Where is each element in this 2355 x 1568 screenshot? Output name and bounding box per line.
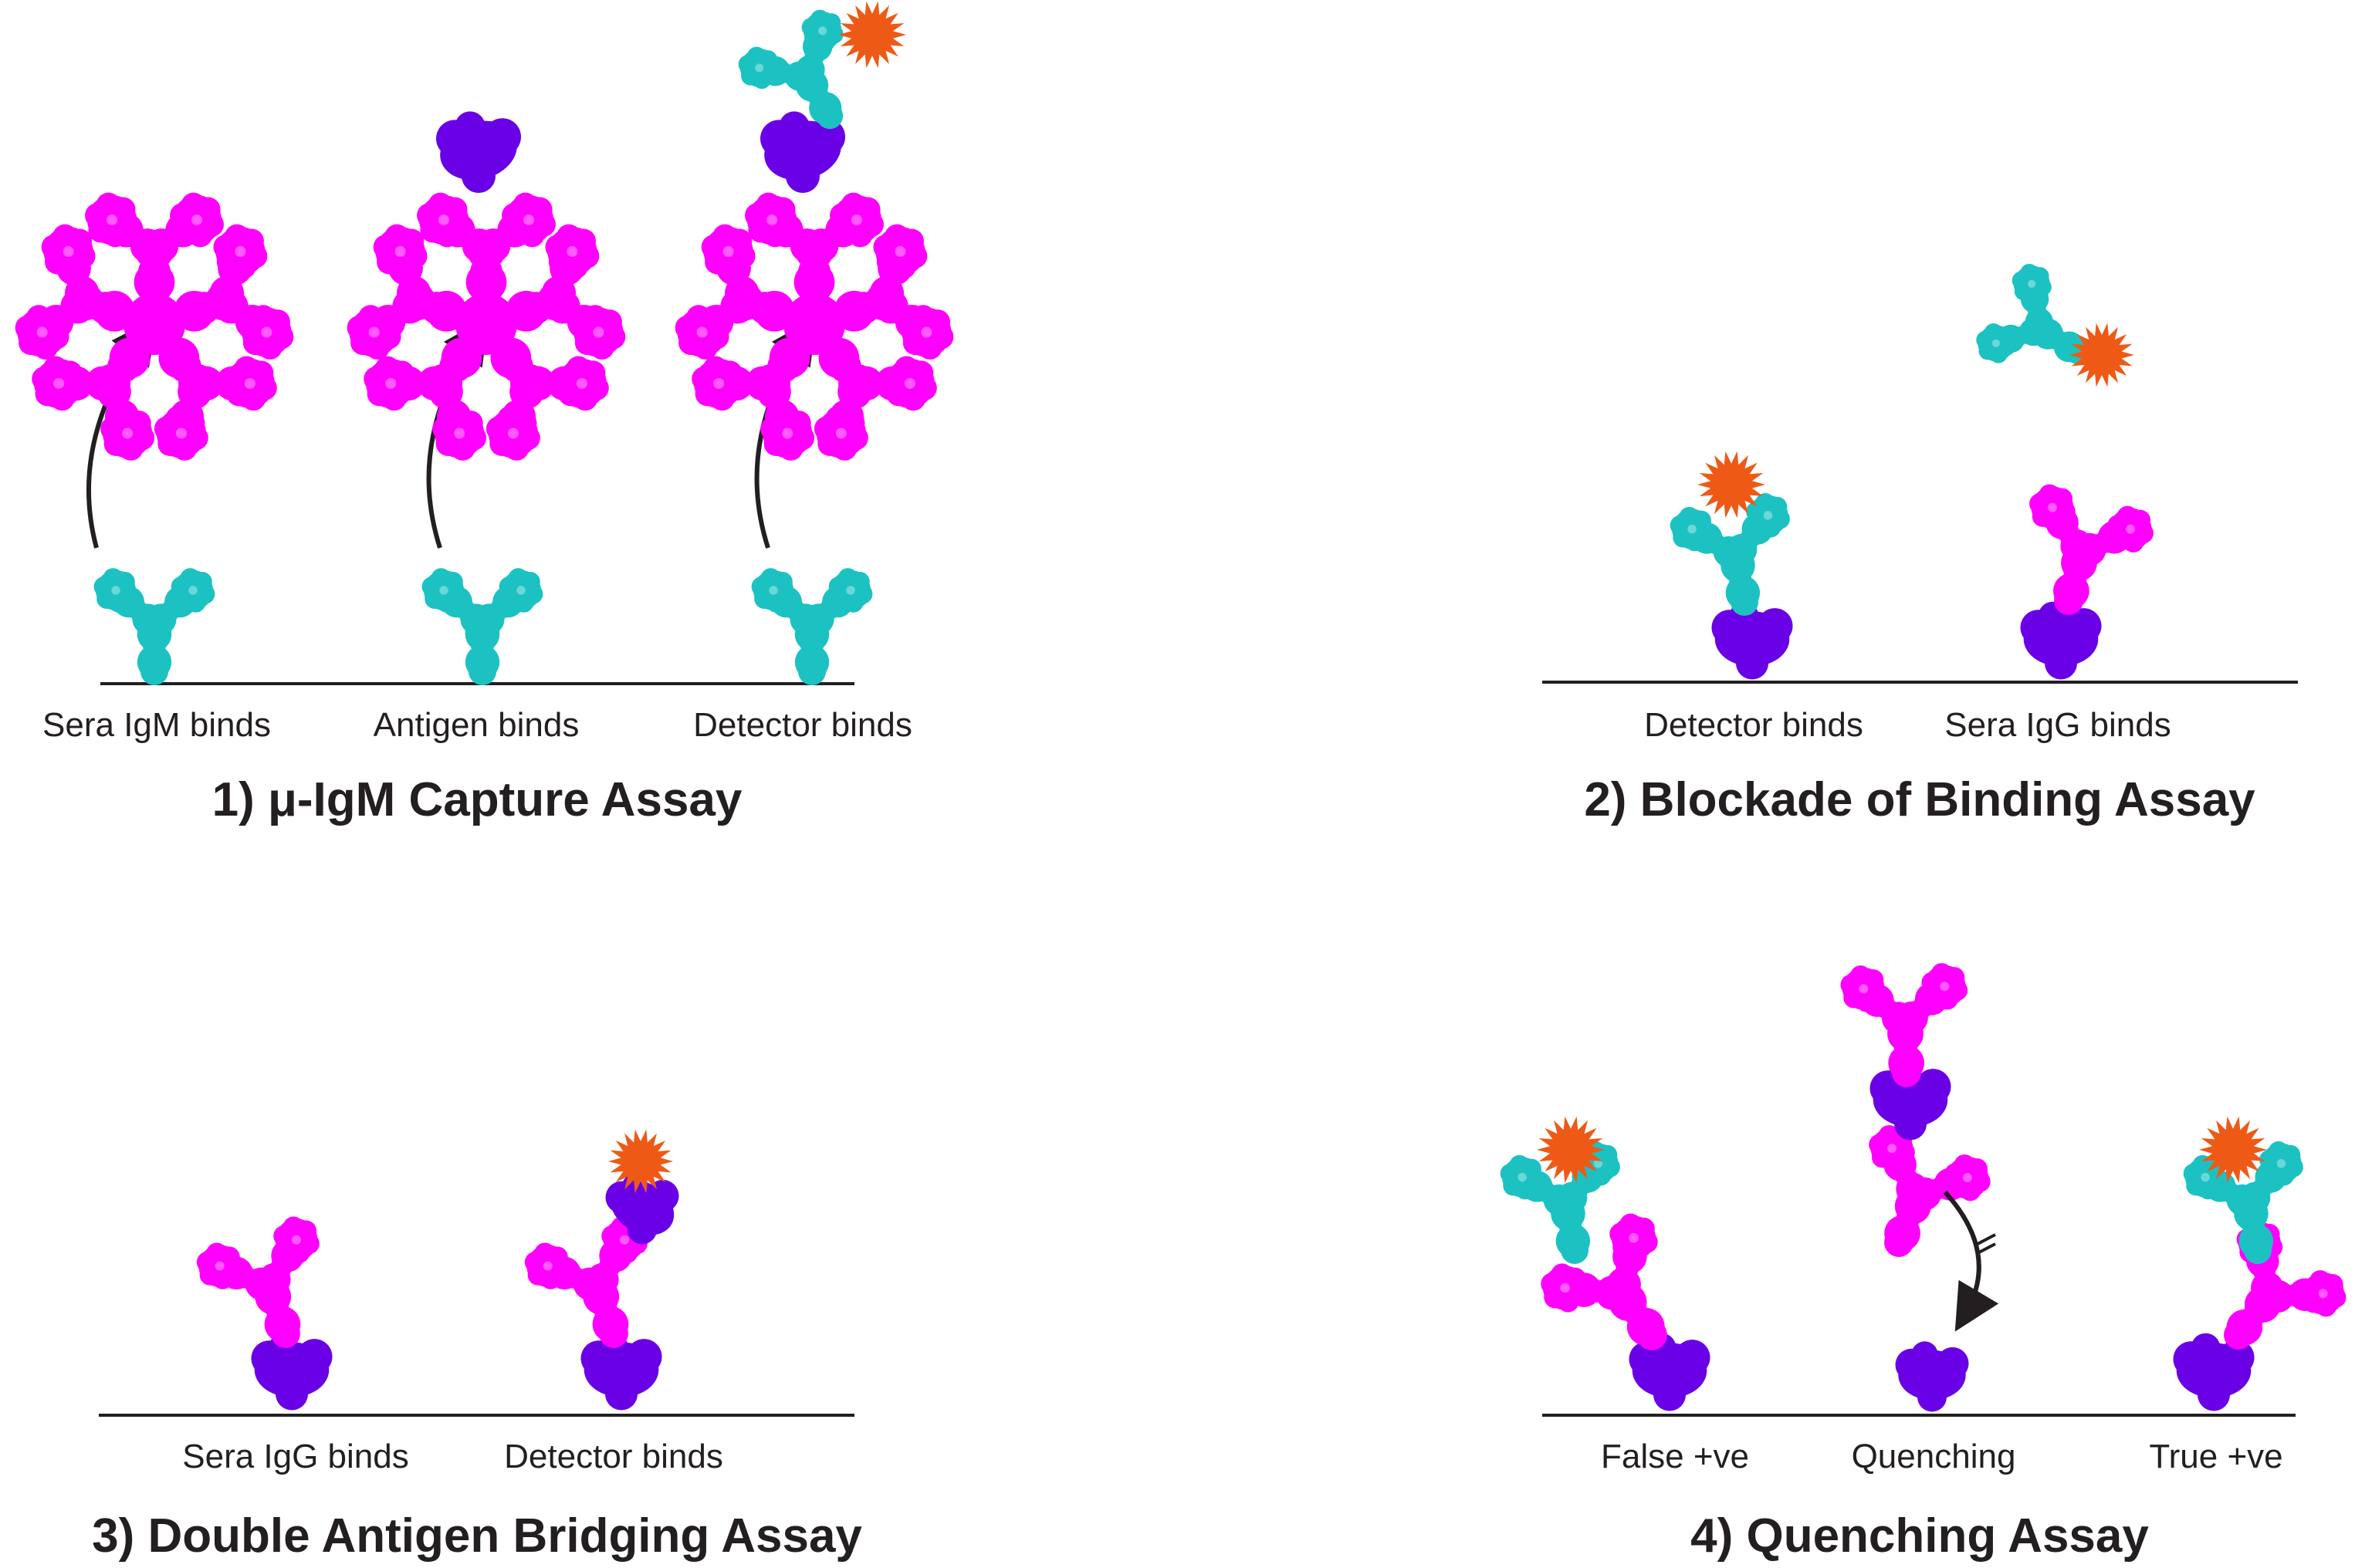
antigen-icon: [1711, 601, 1793, 680]
sera-igg-icon: [1541, 1213, 1667, 1350]
igm-pentamer-icon: [675, 192, 954, 461]
step-label-true-positive: True +ve: [2149, 1438, 2283, 1475]
antigen-icon: [2020, 601, 2102, 680]
sera-igg-icon: [1840, 963, 1968, 1087]
free-detector-antibody-icon: [1976, 263, 2089, 364]
step-label-detector-binds: Detector binds: [693, 706, 912, 744]
capture-antibody-icon: [93, 568, 215, 686]
detector-antibody-icon: [1670, 493, 1790, 617]
antigen-icon: [1869, 1062, 1951, 1141]
panel-title-blockade: 2) Blockade of Binding Assay: [1584, 773, 2255, 826]
detector-label-icon: [1537, 1116, 1605, 1184]
detector-antibody-icon: [738, 9, 844, 130]
detector-label-icon: [2199, 1116, 2267, 1184]
panel-title-double-antigen-bridging: 3) Double Antigen Bridging Assay: [92, 1509, 862, 1563]
capture-antibody-icon: [751, 568, 873, 686]
antigen-icon: [1895, 1341, 1969, 1412]
detector-label-icon: [2069, 323, 2134, 387]
step-label-detector-binds-2: Detector binds: [1644, 706, 1863, 744]
antigen-icon: [1629, 1333, 1710, 1411]
capture-antibody-icon: [421, 568, 543, 686]
block-mark-icon: [1977, 1242, 1996, 1255]
step-label-sera-igg-binds-3: Sera IgG binds: [182, 1438, 409, 1475]
igm-pentamer-icon: [347, 192, 626, 461]
detector-label-icon: [838, 1, 906, 69]
step-label-detector-binds-3: Detector binds: [504, 1438, 723, 1475]
block-mark-icon: [1977, 1233, 1996, 1245]
antigen-icon: [760, 111, 846, 193]
sera-igg-icon: [524, 1216, 648, 1348]
bridging-antigen-icon: [605, 1174, 679, 1245]
step-label-quenching: Quenching: [1851, 1438, 2016, 1475]
sera-igg-icon: [1869, 1125, 1991, 1257]
step-label-false-positive: False +ve: [1601, 1438, 1749, 1475]
igm-pentamer-icon: [15, 192, 294, 461]
blocked-arrow-icon: [1943, 1190, 1999, 1332]
panel-title-quenching: 4) Quenching Assay: [1690, 1509, 2149, 1563]
antigen-icon: [436, 111, 521, 193]
sera-igg-icon: [2029, 484, 2154, 615]
detector-label-icon: [1697, 451, 1765, 519]
detector-label-icon: [608, 1129, 673, 1194]
step-label-sera-igm-binds: Sera IgM binds: [42, 706, 271, 744]
step-label-antigen-binds: Antigen binds: [373, 706, 580, 744]
sera-igg-icon: [196, 1216, 320, 1348]
panel-title-igm-capture: 1) μ-IgM Capture Assay: [211, 773, 743, 826]
antigen-icon: [2173, 1333, 2255, 1411]
step-label-sera-igg-binds-2: Sera IgG binds: [1944, 706, 2171, 744]
